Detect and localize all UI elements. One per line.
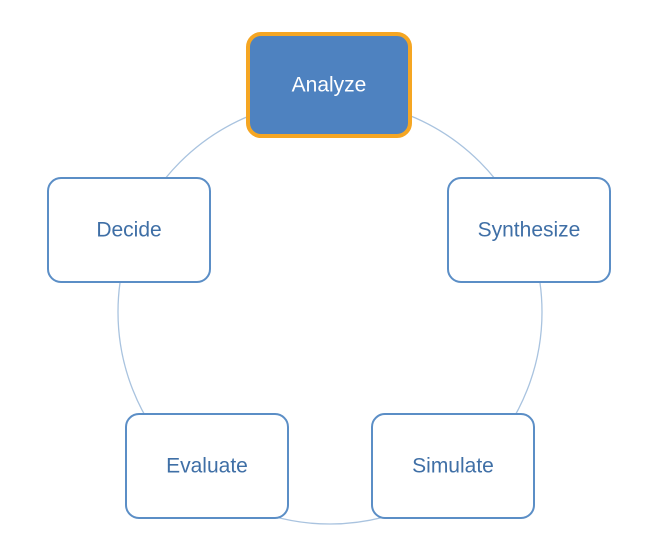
node-synthesize-box (447, 177, 611, 283)
node-decide-box (47, 177, 211, 283)
node-evaluate-label: Evaluate (166, 455, 248, 478)
node-simulate-box (371, 413, 535, 519)
node-synthesize-label: Synthesize (478, 219, 581, 242)
node-evaluate[interactable]: Evaluate (125, 413, 289, 519)
node-analyze-box (246, 32, 412, 138)
node-synthesize[interactable]: Synthesize (447, 177, 611, 283)
node-decide[interactable]: Decide (47, 177, 211, 283)
node-analyze[interactable]: Analyze (246, 32, 412, 138)
node-decide-label: Decide (96, 219, 161, 242)
node-simulate-label: Simulate (412, 455, 494, 478)
node-simulate[interactable]: Simulate (371, 413, 535, 519)
node-evaluate-box (125, 413, 289, 519)
node-analyze-label: Analyze (292, 74, 367, 97)
